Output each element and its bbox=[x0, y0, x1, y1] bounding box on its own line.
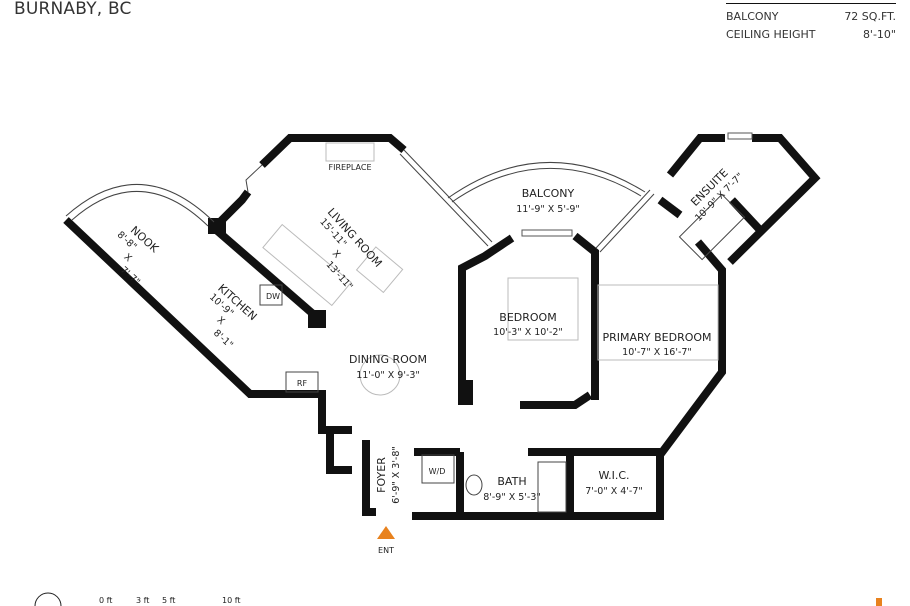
room-bath-dims: 8'-9" X 5'-3" bbox=[483, 492, 541, 503]
room-name: FOYER bbox=[375, 457, 388, 493]
room-ensuite: ENSUITE 10'-9" X 7'-7" bbox=[688, 166, 746, 224]
room-dim: X bbox=[215, 315, 228, 328]
scale-tick: 5 ft bbox=[162, 596, 175, 605]
room-balcony-name: BALCONY bbox=[522, 187, 575, 200]
fireplace-label: FIREPLACE bbox=[328, 163, 371, 172]
room-primary-name: PRIMARY BEDROOM bbox=[602, 331, 711, 344]
windows bbox=[245, 132, 753, 253]
room-bedroom-name: BEDROOM bbox=[499, 311, 556, 324]
logo-icon bbox=[876, 598, 882, 606]
room-dining-name: DINING ROOM bbox=[349, 353, 427, 366]
room-bedroom-dims: 10'-3" X 10'-2" bbox=[493, 327, 563, 338]
info-label: BALCONY bbox=[726, 10, 779, 23]
info-row-ceiling: CEILING HEIGHT 8'-10" bbox=[726, 28, 896, 46]
room-bath-name: BATH bbox=[497, 475, 526, 488]
room-dining-dims: 11'-0" X 9'-3" bbox=[356, 370, 420, 381]
wd-label: W/D bbox=[429, 467, 446, 476]
info-value: 72 SQ.FT. bbox=[844, 10, 896, 23]
room-wic-dims: 7'-0" X 4'-7" bbox=[585, 486, 643, 497]
compass-icon bbox=[34, 592, 62, 606]
room-kitchen: KITCHEN 10'-9" X 8'-1" bbox=[207, 282, 259, 351]
room-dim: 8'-1" bbox=[211, 328, 235, 351]
rf-label: RF bbox=[297, 379, 308, 388]
scale-tick: 3 ft bbox=[136, 596, 149, 605]
entrance-marker-icon bbox=[377, 526, 395, 539]
room-dim: 6'-9" X 3'-8" bbox=[391, 446, 402, 504]
room-living: LIVING ROOM 15'-11" X 13'-11" bbox=[317, 205, 384, 292]
room-primary-dims: 10'-7" X 16'-7" bbox=[622, 347, 692, 358]
room-balcony-dims: 11'-9" X 5'-9" bbox=[516, 204, 580, 215]
info-row-balcony: BALCONY 72 SQ.FT. bbox=[726, 10, 896, 28]
info-value: 8'-10" bbox=[862, 28, 896, 41]
room-nook: NOOK 8'-8" X 7'-7" bbox=[115, 224, 162, 288]
room-foyer: FOYER 6'-9" X 3'-8" bbox=[375, 446, 402, 504]
scale-tick: 0 ft bbox=[99, 596, 112, 605]
city-title: BURNABY, BC bbox=[14, 0, 132, 19]
furniture bbox=[259, 142, 746, 513]
room-dim: X bbox=[122, 252, 135, 265]
entrance-label: ENT bbox=[378, 546, 394, 555]
dw-label: DW bbox=[266, 292, 280, 301]
info-label: CEILING HEIGHT bbox=[726, 28, 816, 41]
walls bbox=[63, 134, 821, 520]
room-dim: 13'-11" bbox=[323, 259, 354, 292]
scale-tick: 10 ft bbox=[222, 596, 241, 605]
info-table: BALCONY 72 SQ.FT. CEILING HEIGHT 8'-10" bbox=[726, 3, 896, 46]
room-wic-name: W.I.C. bbox=[598, 469, 629, 482]
